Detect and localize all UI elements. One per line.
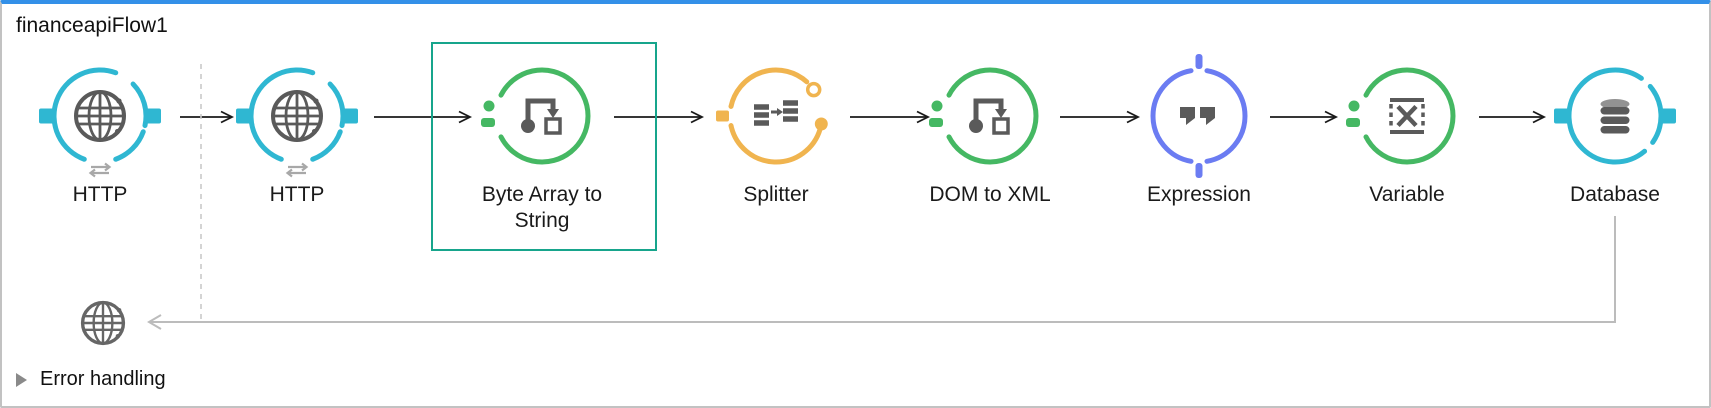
- connector-arrow: [180, 110, 235, 124]
- node-label: Expression: [1147, 183, 1251, 206]
- variable-icon: [1389, 98, 1425, 134]
- splitter-icon: [754, 100, 798, 126]
- expand-triangle-icon[interactable]: [16, 372, 27, 387]
- flow-title[interactable]: financeapiFlow1: [16, 14, 168, 37]
- error-handling-section[interactable]: Error handling: [16, 368, 166, 391]
- node-shape: [481, 67, 591, 165]
- transform-icon: [521, 98, 562, 135]
- flow-node-expression-5[interactable]: Expression: [1129, 51, 1269, 208]
- flow-node-http-0[interactable]: HTTP: [30, 51, 170, 208]
- exchange-arrows-icon: [285, 162, 309, 178]
- globe-icon: [271, 90, 323, 142]
- flow-node-variable-6[interactable]: Variable: [1337, 51, 1477, 208]
- node-shape: [1554, 67, 1676, 165]
- globe-icon: [74, 90, 126, 142]
- node-label: HTTP: [72, 183, 128, 206]
- node-label: DOM to XML: [929, 183, 1051, 206]
- node-shape: [929, 67, 1039, 165]
- node-shape: [39, 67, 161, 178]
- error-return-connector: [147, 216, 1616, 330]
- node-shape: [1150, 54, 1248, 178]
- flow-node-dom-to-xml-4[interactable]: DOM to XML: [920, 51, 1060, 208]
- node-label: Byte Array to String: [481, 183, 603, 232]
- node-label: Variable: [1369, 183, 1445, 206]
- node-label: HTTP: [269, 183, 325, 206]
- node-label: Database: [1570, 183, 1660, 206]
- connector-arrow: [1479, 110, 1547, 124]
- transform-icon: [969, 98, 1010, 135]
- connector-arrow: [1060, 110, 1141, 124]
- detached-http-node[interactable]: [77, 297, 129, 349]
- error-handling-label[interactable]: Error handling: [40, 368, 166, 390]
- selection-box: [431, 42, 657, 251]
- flow-node-byte-array-to-string-2[interactable]: Byte Array to String: [472, 51, 612, 234]
- node-label: Splitter: [743, 183, 809, 206]
- flow-node-http-1[interactable]: HTTP: [227, 51, 367, 208]
- database-icon: [1600, 99, 1630, 134]
- flow-node-splitter-3[interactable]: Splitter: [706, 51, 846, 208]
- globe-icon: [80, 300, 126, 346]
- node-shape: [1346, 67, 1456, 165]
- connector-arrow: [850, 110, 931, 124]
- node-shape: [716, 67, 828, 165]
- node-shape: [236, 67, 358, 178]
- connector-arrow: [1270, 110, 1339, 124]
- quotes-icon: [1180, 107, 1215, 125]
- exchange-arrows-icon: [88, 162, 112, 178]
- flow-node-database-7[interactable]: Database: [1545, 51, 1685, 208]
